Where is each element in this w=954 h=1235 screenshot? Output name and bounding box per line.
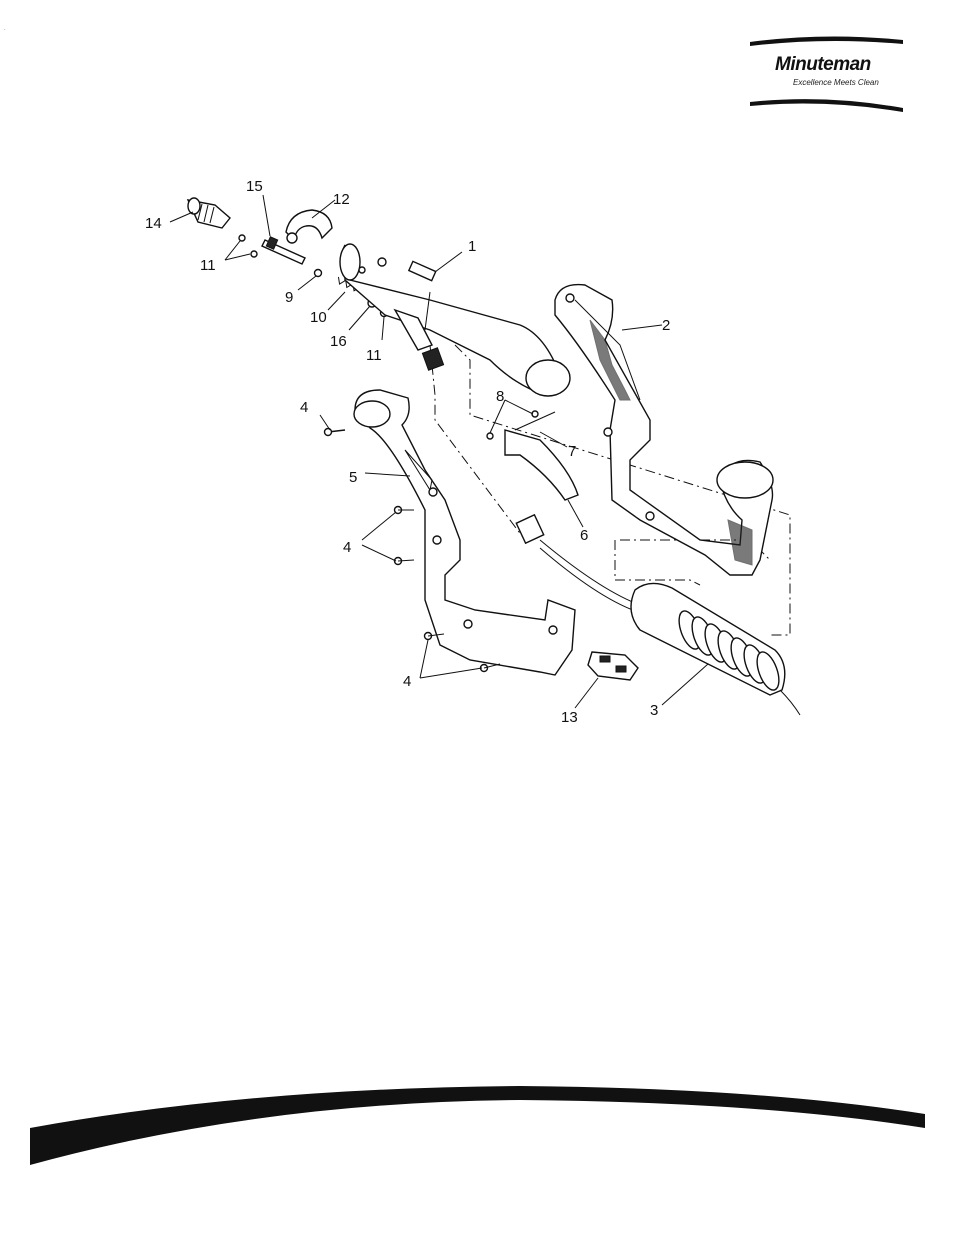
part-4-screws bbox=[323, 427, 501, 673]
minuteman-logo: Minuteman Excellence Meets Clean bbox=[745, 32, 905, 114]
corner-mark: . bbox=[4, 26, 6, 32]
spring-coils bbox=[678, 610, 780, 691]
callout-11-top: 11 bbox=[200, 257, 216, 274]
callout-14: 12 bbox=[333, 191, 350, 208]
callout-4-middle: 4 bbox=[343, 539, 351, 556]
callout-12: 14 bbox=[145, 215, 162, 232]
callout-3: 3 bbox=[650, 702, 658, 719]
callout-8: 8 bbox=[496, 388, 504, 405]
callout-7: 7 bbox=[568, 443, 576, 460]
part-15-hose-clamp bbox=[587, 651, 639, 681]
callout-4-bottom: 4 bbox=[403, 673, 411, 690]
callout-11-bottom: 11 bbox=[366, 347, 382, 364]
callout-2: 2 bbox=[662, 317, 670, 334]
callout-9: 9 bbox=[285, 289, 293, 306]
logo-swooshes bbox=[750, 36, 903, 112]
part-12-quick-coupler bbox=[186, 197, 231, 229]
part-6-trigger-lever bbox=[486, 410, 579, 501]
logo-tagline: Excellence Meets Clean bbox=[793, 78, 879, 87]
small-washers bbox=[238, 234, 389, 318]
part-1-valve-body bbox=[339, 243, 571, 397]
callout-15: 13 bbox=[561, 709, 578, 726]
callout-13: 15 bbox=[246, 178, 263, 195]
part-13-valve-stem bbox=[261, 236, 306, 265]
callout-10: 10 bbox=[310, 309, 327, 326]
logo-wordmark: Minuteman bbox=[775, 54, 871, 75]
footer-swoosh bbox=[30, 1086, 925, 1165]
callout-4-top: 4 bbox=[300, 399, 308, 416]
callout-16: 16 bbox=[330, 333, 347, 350]
callout-1: 1 bbox=[468, 238, 476, 255]
trigger-knob bbox=[421, 347, 445, 371]
part-2-handle-right bbox=[554, 283, 774, 576]
part-3-hose-assembly bbox=[515, 513, 801, 716]
callout-6: 6 bbox=[580, 527, 588, 544]
callout-5: 5 bbox=[349, 469, 357, 486]
part-5-handle-left bbox=[353, 389, 576, 676]
part-14-retaining-clip bbox=[285, 209, 333, 244]
callout-labels: 14 15 12 11 9 10 16 11 1 2 4 5 4 4 8 7 6… bbox=[145, 178, 670, 726]
leader-lines bbox=[169, 194, 709, 709]
